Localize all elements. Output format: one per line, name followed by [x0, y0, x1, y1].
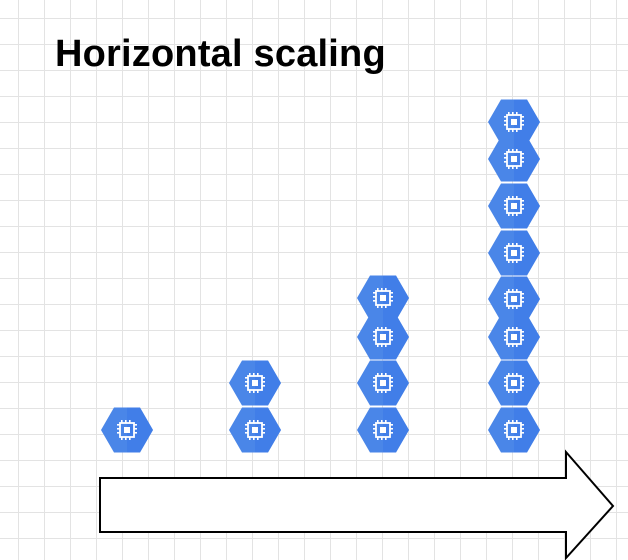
chip-icon	[504, 373, 524, 393]
compute-instance	[357, 407, 409, 453]
arrow-layer	[99, 449, 615, 560]
chip-icon	[117, 420, 137, 440]
chip-icon	[504, 196, 524, 216]
chip-icon	[504, 327, 524, 347]
hexagon-shade	[514, 99, 540, 145]
compute-instance	[357, 314, 409, 360]
stack-2-instances	[229, 360, 281, 453]
compute-instance	[357, 275, 409, 321]
compute-instance	[488, 136, 540, 182]
chip-icon	[373, 420, 393, 440]
compute-instance	[488, 183, 540, 229]
compute-instance	[357, 360, 409, 406]
stack-1-instance	[101, 407, 153, 453]
hexagon-shade	[514, 230, 540, 276]
hexagon-shade	[383, 407, 409, 453]
instance-stacks	[101, 99, 540, 453]
hexagon-shade	[514, 136, 540, 182]
compute-instance	[488, 360, 540, 406]
hexagon-shade	[514, 276, 540, 322]
compute-instance	[229, 407, 281, 453]
chip-icon	[504, 420, 524, 440]
chip-icon	[504, 243, 524, 263]
stack-4-instances	[357, 275, 409, 453]
compute-instance	[229, 360, 281, 406]
hexagon-shade	[383, 314, 409, 360]
chip-icon	[373, 373, 393, 393]
chip-icon	[245, 373, 265, 393]
hexagon-shade	[255, 407, 281, 453]
chip-icon	[373, 288, 393, 308]
hexagon-shade	[255, 360, 281, 406]
hexagon-shade	[383, 275, 409, 321]
diagram-title: Horizontal scaling	[55, 33, 386, 75]
chip-icon	[504, 289, 524, 309]
stack-8-instances	[488, 99, 540, 453]
hexagon-shade	[514, 407, 540, 453]
compute-instance	[488, 407, 540, 453]
chip-icon	[504, 112, 524, 132]
hexagon-shade	[514, 314, 540, 360]
hexagon-shade	[514, 183, 540, 229]
hexagon-shade	[514, 360, 540, 406]
hexagon-shade	[383, 360, 409, 406]
chip-icon	[245, 420, 265, 440]
hexagon-shade	[127, 407, 153, 453]
chip-icon	[373, 327, 393, 347]
chip-icon	[504, 149, 524, 169]
growth-arrow	[99, 449, 615, 560]
compute-instance	[488, 99, 540, 145]
compute-instance	[488, 230, 540, 276]
compute-instance	[488, 276, 540, 322]
compute-instance	[101, 407, 153, 453]
compute-instance	[488, 314, 540, 360]
